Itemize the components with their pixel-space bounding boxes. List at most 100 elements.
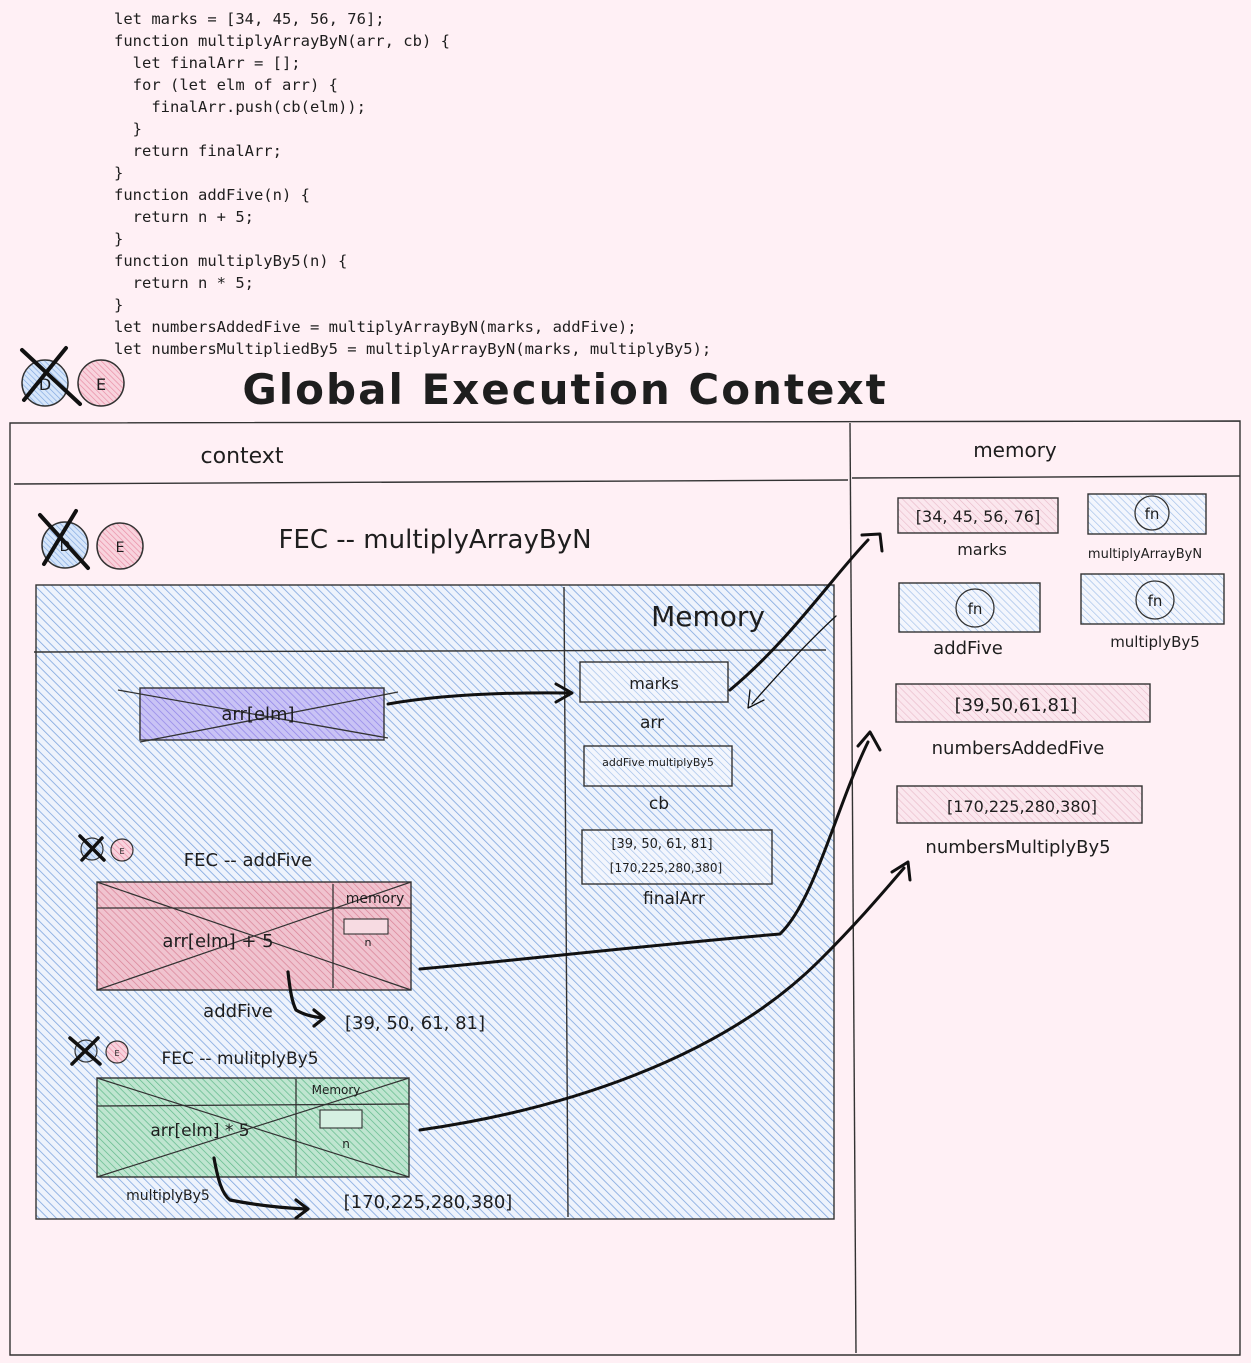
fec-main-d-badge-label: D — [60, 539, 71, 555]
fec-main-code-text: arr[elm] — [221, 704, 294, 725]
global-numbersMultiplyBy5-value: [170,225,280,380] — [947, 797, 1097, 816]
arrow-multiplyby5-to-numbersMultiplyBy5 — [418, 866, 906, 1132]
global-multiplyArrayByN-fn-icon — [1134, 495, 1170, 531]
global-multiplyBy5-fn-icon — [1135, 580, 1175, 620]
fec-addfive-code-text: arr[elm] + 5 — [162, 931, 273, 952]
fec-multiplyby5-memory-header: Memory — [312, 1083, 361, 1097]
fec-finalArr-value-2: [170,225,280,380] — [610, 861, 722, 875]
fec-addfive-caption: addFive — [203, 1001, 273, 1022]
fec-multiplyby5-param: n — [342, 1137, 350, 1151]
code-line: } — [114, 296, 124, 314]
code-line: function addFive(n) { — [114, 186, 310, 204]
global-marks-box — [897, 497, 1059, 534]
fec-cb-box — [583, 745, 733, 787]
fec-multiplyby5-code-text: arr[elm] * 5 — [150, 1121, 249, 1141]
fec-main-title: FEC -- multiplyArrayByN — [278, 525, 591, 555]
fec-finalArr-value-1: [39, 50, 61, 81] — [611, 837, 712, 852]
global-frame — [9, 420, 1241, 1356]
global-multiplyBy5-label: multiplyBy5 — [1110, 633, 1200, 651]
code-line: let numbersAddedFive = multiplyArrayByN(… — [114, 318, 637, 336]
fec-addfive-e-badge-label: E — [119, 847, 124, 856]
fec-arr-box — [579, 661, 729, 703]
fec-addfive-d-cross-icon — [78, 834, 106, 862]
global-badges: D E — [20, 346, 125, 407]
fec-main-badges: D E — [38, 509, 144, 570]
global-addFive-fn-icon — [955, 588, 995, 628]
fec-multiplyby5-box — [96, 1077, 410, 1178]
global-context-header: context — [201, 444, 284, 469]
global-d-cross-icon — [20, 346, 82, 406]
fec-addfive-box — [96, 881, 412, 991]
arrow-arr-to-marks — [728, 538, 870, 692]
fec-addfive-param: n — [365, 936, 372, 949]
code-line: } — [114, 120, 142, 138]
global-marks-label: marks — [957, 540, 1007, 559]
fec-main-memory-header: Memory — [651, 600, 765, 633]
code-line: finalArr.push(cb(elm)); — [114, 98, 366, 116]
global-e-badge — [77, 359, 125, 407]
fec-cb-value: addFive multiplyBy5 — [602, 756, 714, 769]
arrow-arr-to-marks-head — [860, 532, 884, 553]
fec-main-e-badge — [96, 522, 144, 570]
fec-arr-label: arr — [640, 713, 664, 733]
code-line: function multiplyArrayByN(arr, cb) { — [114, 32, 450, 50]
global-numbersAddedFive-label: numbersAddedFive — [932, 738, 1105, 759]
arrow-multiplyby5-result-head — [294, 1198, 310, 1220]
code-line: } — [114, 164, 124, 182]
source-code: let marks = [34, 45, 56, 76]; function m… — [114, 8, 711, 360]
arrow-addfive-to-numbersAddedFive — [418, 740, 870, 971]
global-d-badge — [21, 359, 69, 407]
fec-multiplyby5-d-cross-icon — [68, 1036, 102, 1066]
arrow-addfive-to-numbersAddedFive-head — [856, 730, 882, 752]
fec-addfive-badges: E — [78, 834, 134, 862]
code-line: } — [114, 230, 124, 248]
global-numbersMultiplyBy5-label: numbersMultiplyBy5 — [925, 837, 1110, 858]
global-numbersMultiplyBy5-box — [896, 785, 1143, 824]
code-line: let numbersMultipliedBy5 = multiplyArray… — [114, 340, 712, 358]
code-line: let marks = [34, 45, 56, 76]; — [114, 10, 385, 28]
fec-finalArr-label: finalArr — [643, 889, 705, 909]
fec-multiplyby5-badges: E — [68, 1036, 129, 1066]
arrow-arrelm-to-arr-head — [554, 682, 574, 704]
global-multiplyArrayByN-fn-label: fn — [1145, 505, 1160, 523]
fec-multiplyby5-e-badge-label: E — [114, 1049, 119, 1058]
arrow-arrelm-to-arr — [386, 691, 572, 706]
fec-addfive-memory-header: memory — [346, 891, 405, 907]
global-e-badge-label: E — [96, 375, 106, 394]
global-multiplyArrayByN-label: multiplyArrayByN — [1088, 547, 1202, 562]
fec-main-e-badge-label: E — [116, 540, 125, 556]
fec-multiplyby5-title: FEC -- mulitplyBy5 — [161, 1049, 318, 1069]
fec-multiplyby5-result: [170,225,280,380] — [344, 1192, 513, 1213]
fec-finalArr-box — [581, 829, 773, 885]
arrow-multiplyby5-result — [212, 1156, 308, 1211]
code-line: let finalArr = []; — [114, 54, 301, 72]
fec-main-code-box — [117, 687, 399, 743]
global-addFive-fn-label: fn — [968, 600, 983, 618]
arrow-multiplyby5-to-numbersMultiplyBy5-head — [890, 860, 912, 882]
fec-main-d-cross-icon — [38, 509, 90, 570]
arrow-marks-back-to-arr-head — [747, 689, 765, 709]
fec-addfive-title: FEC -- addFive — [184, 850, 312, 871]
global-numbersAddedFive-box — [895, 683, 1151, 723]
global-marks-value: [34, 45, 56, 76] — [916, 507, 1040, 526]
global-addFive-label: addFive — [933, 638, 1003, 659]
fec-addfive-result: [39, 50, 61, 81] — [345, 1013, 485, 1034]
code-line: return n * 5; — [114, 274, 254, 292]
fec-addfive-e-badge — [110, 838, 134, 862]
code-line: function multiplyBy5(n) { — [114, 252, 348, 270]
arrow-addfive-result — [286, 970, 324, 1020]
arrow-marks-back-to-arr — [751, 615, 837, 705]
fec-multiplyby5-caption: multiplyBy5 — [126, 1188, 210, 1204]
arrow-addfive-result-head — [312, 1008, 326, 1028]
code-line: return finalArr; — [114, 142, 282, 160]
global-title: Global Execution Context — [242, 365, 887, 414]
global-memory-header: memory — [973, 438, 1057, 462]
code-line: return n + 5; — [114, 208, 254, 226]
global-numbersAddedFive-value: [39,50,61,81] — [955, 695, 1078, 716]
global-multiplyBy5-fn-label: fn — [1148, 592, 1163, 610]
fec-cb-label: cb — [649, 794, 669, 814]
fec-arr-value: marks — [629, 674, 679, 693]
code-line: for (let elm of arr) { — [114, 76, 338, 94]
